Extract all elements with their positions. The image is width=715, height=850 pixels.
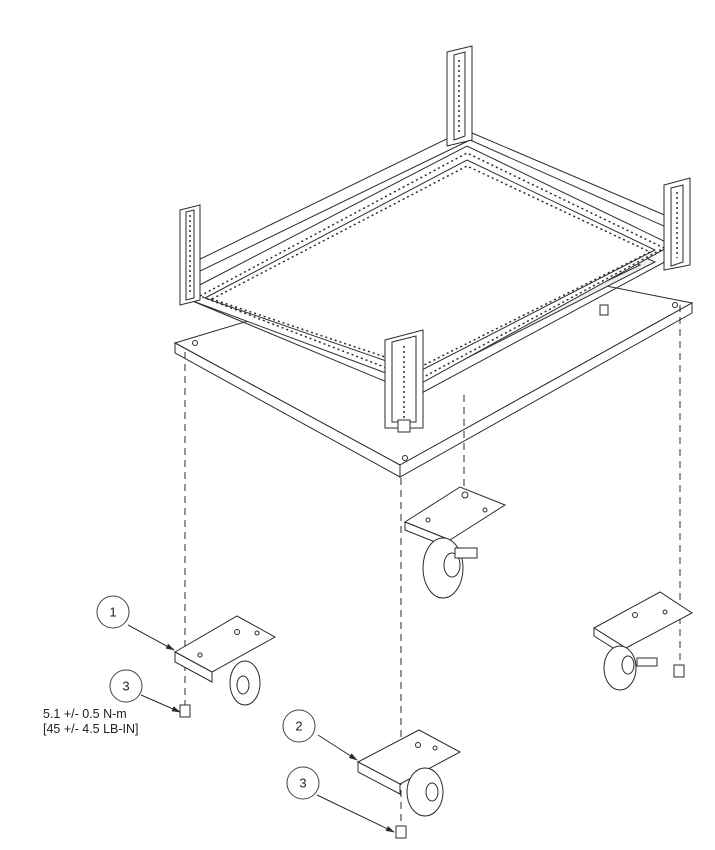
upright-back-center: [446, 45, 473, 147]
callout-3a: 3: [109, 669, 143, 703]
svg-text:2: 2: [295, 719, 302, 734]
caster-left: [173, 615, 277, 718]
caster-front: [356, 729, 462, 839]
leader-lines: [127, 624, 395, 833]
svg-text:3: 3: [299, 776, 306, 791]
callout-1: 1: [96, 595, 130, 629]
leveling-foot: [599, 304, 609, 316]
torque-note: 5.1 +/- 0.5 N-m [45 +/- 4.5 LB-IN]: [43, 707, 139, 737]
upright-back-left: [179, 204, 201, 306]
svg-text:3: 3: [122, 679, 129, 694]
caster-rear-center: [403, 486, 507, 599]
upright-front: [384, 329, 424, 433]
caster-right: [593, 591, 693, 691]
callout-2: 2: [282, 709, 316, 743]
torque-imperial: [45 +/- 4.5 LB-IN]: [43, 722, 139, 736]
torque-metric: 5.1 +/- 0.5 N-m: [43, 707, 127, 721]
svg-text:1: 1: [109, 605, 116, 620]
upright-back-right: [663, 177, 691, 271]
rack-frame: [179, 45, 691, 433]
callout-3b: 3: [286, 766, 320, 800]
